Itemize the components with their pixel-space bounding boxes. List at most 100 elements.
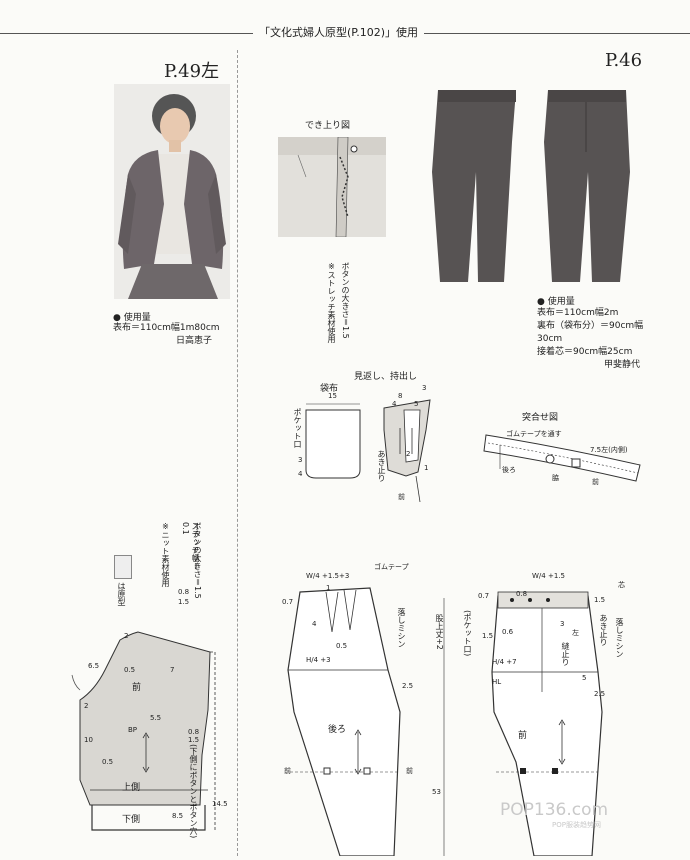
front-measure-06: 0.6	[502, 628, 514, 636]
pocket-measure-4: 4	[298, 470, 303, 478]
front-pocket-mouth: (ポケット口)	[463, 610, 472, 657]
crotch-depth-label: 股上丈+2	[435, 614, 444, 650]
facing-measure-1: 1	[424, 464, 429, 472]
pocket-mouth-label: ポケット口	[293, 408, 302, 448]
front-measure-5: 5	[582, 674, 587, 682]
front-measure-07: 0.7	[478, 592, 490, 600]
usage-title-right: ● 使用量	[537, 297, 575, 307]
usage-line-4: 接着芯＝90cm幅25cm	[537, 347, 633, 357]
front-opening-end: あき止り	[599, 614, 608, 646]
back-front-marker-right: 前	[406, 767, 413, 775]
measure-14-5: 14.5	[212, 800, 228, 808]
usage-line-2: 裏布（袋布分）＝90cm幅	[537, 321, 644, 331]
pocket-diagram: 15 ポケット口 3 4 3 8 4 5 2 1 あき止り 前	[280, 384, 440, 505]
back-fall-stitch: 落しミシン	[397, 608, 406, 648]
back-measure-07: 0.7	[282, 598, 294, 606]
finished-drawing	[278, 136, 386, 238]
measure-8-5: 8.5	[172, 812, 184, 820]
note-stitch-width: ステッチ幅＝0.1	[181, 522, 200, 570]
assembly-title: 突合せ図	[522, 413, 559, 423]
assembly-left-inner: 7.5左(内側)	[590, 446, 628, 454]
front-core-label: 芯	[618, 581, 625, 589]
bodice-front-label: 前	[132, 683, 142, 693]
pocket-bag-title: 袋布	[320, 384, 339, 394]
back-rubber-tape: ゴムテープ	[374, 563, 409, 571]
author-right: 甲斐静代	[604, 360, 641, 370]
back-measure-05: 0.5	[336, 642, 348, 650]
back-pattern-title: 後ろ	[328, 725, 347, 735]
front-measure-15: 1.5	[594, 596, 606, 604]
assembly-side-label: 脇	[552, 474, 559, 482]
author-left: 日高恵子	[176, 336, 213, 346]
front-hl-label: HL	[492, 678, 502, 686]
upper-side-label: 上側	[122, 783, 141, 793]
front-pants-pattern: W/4 +1.5 芯 0.7 0.8 1.5 0.6 1.5 左 3 あき止り …	[476, 562, 646, 857]
note-knit-fabric: ※ニット素材使用	[161, 522, 170, 587]
front-left-label: 左	[572, 629, 579, 637]
pants-photo	[420, 82, 640, 286]
measure-5-5: 5.5	[150, 714, 162, 722]
page-label-left: P.49左	[164, 61, 220, 82]
assembly-diagram: ゴムテープを通す 7.5左(内側) 後ろ 脇 前	[480, 425, 650, 490]
measure-2-top: 2	[124, 632, 129, 640]
facing-measure-8: 8	[398, 392, 403, 400]
back-measure-4: 4	[312, 620, 317, 628]
facing-measure-5: 5	[414, 400, 419, 408]
front-measure-25: 2.5	[594, 690, 606, 698]
usage-title-left: ● 使用量	[113, 313, 151, 323]
bp-label: BP	[128, 726, 138, 734]
front-fall-stitch: 落しミシン	[615, 618, 624, 658]
watermark-sub: POP服装趋势网	[552, 821, 601, 829]
page-label-right: P.46	[605, 50, 643, 71]
front-measure-3: 3	[560, 620, 565, 628]
assembly-tape-label: ゴムテープを通す	[506, 430, 562, 438]
facing-title: 見返し、持出し	[354, 372, 418, 382]
pattern-legend-swatch	[114, 555, 132, 579]
usage-line-1: 表布＝110cm幅2m	[537, 308, 619, 318]
pocket-front-label: 前	[398, 493, 405, 501]
note-button-size-left: ボタンの大きさ＝1.5	[193, 522, 202, 599]
facing-opening-end: あき止り	[377, 450, 386, 482]
front-w-formula: W/4 +1.5	[532, 572, 565, 580]
lower-side-label: 下側	[122, 815, 141, 825]
back-measure-25: 2.5	[402, 682, 414, 690]
note-value-08: 0.8	[178, 588, 190, 596]
back-pants-pattern: W/4 +1.5+3 ゴムテープ 0.7 4 1 0.5 落しミシン H/4 +…	[270, 562, 450, 857]
pattern-legend-label: は原型	[117, 582, 126, 606]
measure-0-5: 0.5	[124, 666, 136, 674]
pocket-measure-3: 3	[298, 456, 303, 464]
front-measure-08: 0.8	[516, 590, 528, 598]
note-value-15: 1.5	[178, 598, 190, 606]
finished-drawing-title: でき上り図	[305, 121, 351, 131]
measure-0-8: 0.8	[188, 728, 200, 736]
assembly-front-label: 前	[592, 478, 599, 486]
assembly-back-label: 後ろ	[502, 466, 516, 474]
pocket-measure-15: 15	[328, 392, 337, 400]
front-measure-15-side: 1.5	[482, 632, 494, 640]
usage-fabric-left: 表布＝110cm幅1m80cm	[113, 323, 220, 333]
back-h-formula: H/4 +3	[306, 656, 331, 664]
note-stretch-fabric: ※ストレッチ素材使用	[327, 262, 336, 343]
back-w-formula: W/4 +1.5+3	[306, 572, 350, 580]
back-measure-53: 53	[432, 788, 441, 796]
measure-2-side: 2	[84, 702, 89, 710]
front-pattern-title: 前	[518, 731, 528, 741]
back-measure-1: 1	[326, 584, 331, 592]
facing-measure-4: 4	[392, 400, 397, 408]
usage-line-3: 30cm	[537, 334, 563, 344]
bodice-pattern-diagram: 6.5 0.5 2 7 前 5.5 BP 10 0.5 0.8 1.5 (下側に…	[60, 630, 235, 856]
header-title: 「文化式婦人原型(P.102)」使用	[253, 24, 424, 40]
facing-measure-3: 3	[422, 384, 427, 392]
button-placement-note: (下側にボタンとボタン穴)	[189, 744, 198, 839]
front-sew-end: 縫止り	[561, 642, 570, 666]
column-divider	[237, 50, 238, 856]
measure-1-5: 1.5	[188, 736, 200, 744]
front-h-formula: H/4 +7	[492, 658, 517, 666]
facing-measure-2: 2	[406, 450, 411, 458]
measure-6-5: 6.5	[88, 662, 100, 670]
watermark-text: POP136.com	[500, 800, 609, 820]
measure-0-5-lower: 0.5	[102, 758, 114, 766]
measure-7: 7	[170, 666, 175, 674]
note-button-size-right: ボタンの大きさ＝1.5	[341, 262, 350, 339]
measure-10: 10	[84, 736, 93, 744]
